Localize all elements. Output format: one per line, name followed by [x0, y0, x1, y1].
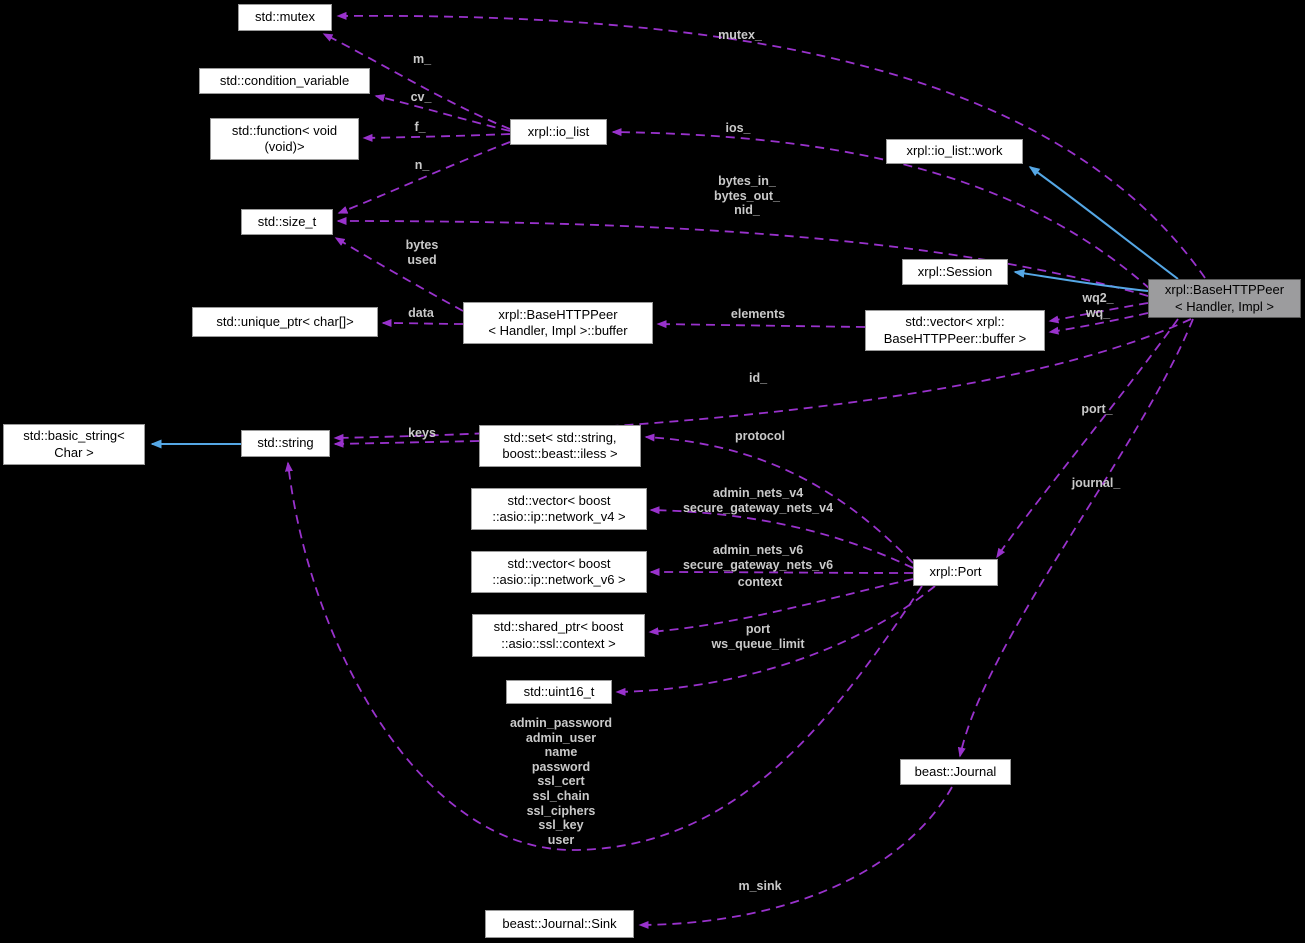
edge-label-cv: cv_ [410, 90, 432, 104]
node-label: std::mutex [255, 9, 315, 25]
node-label: xrpl::BaseHTTPPeer < Handler, Impl > [1164, 282, 1285, 314]
edge-label-bytes-used: bytes used [405, 238, 439, 267]
edge-elements [656, 320, 866, 329]
edge-label-admin-nets-v6: admin_nets_v6 secure_gateway_nets_v6 [682, 543, 834, 572]
edge-port-strings [284, 461, 923, 851]
edge-label-port-ws-queue-limit: port ws_queue_limit [711, 622, 805, 651]
node-label: std::size_t [257, 213, 317, 229]
node-std-mutex[interactable]: std::mutex [238, 4, 332, 31]
edge-f [362, 133, 511, 142]
edge-label-admin-nets-v4: admin_nets_v4 secure_gateway_nets_v4 [682, 486, 834, 515]
edge-cv [374, 94, 511, 132]
edge-m-sink [638, 786, 953, 929]
node-label: std::string [257, 435, 314, 451]
edge-n [337, 141, 511, 214]
node-xrpl-basehttppeer[interactable]: xrpl::BaseHTTPPeer < Handler, Impl > [1148, 279, 1301, 318]
edge-ios [611, 128, 1151, 290]
edge-bytes-used [334, 237, 464, 312]
edge-label-id: id_ [748, 371, 768, 385]
edge-label-port-strings: admin_password admin_user name password … [509, 716, 613, 847]
edge-label-ios: ios_ [725, 121, 751, 135]
edge-label-m-sink: m_sink [738, 879, 782, 893]
node-label: beast::Journal [914, 763, 997, 779]
edge-label-context: context [737, 575, 783, 589]
edge-label-journal: journal_ [1071, 476, 1121, 490]
node-std-condition-variable[interactable]: std::condition_variable [199, 68, 370, 94]
node-xrpl-session[interactable]: xrpl::Session [902, 259, 1008, 285]
node-basehttppeer-buffer[interactable]: xrpl::BaseHTTPPeer < Handler, Impl >::bu… [463, 302, 653, 344]
node-label: std::vector< xrpl:: BaseHTTPPeer::buffer… [883, 314, 1027, 346]
node-label: std::vector< boost ::asio::ip::network_v… [492, 492, 626, 524]
node-xrpl-port[interactable]: xrpl::Port [913, 559, 998, 586]
edge-label-m: m_ [412, 52, 432, 66]
edge-m [322, 33, 511, 130]
node-label: std::shared_ptr< boost ::asio::ssl::cont… [493, 619, 624, 651]
edge-label-f: f_ [414, 120, 426, 134]
edge-context [648, 578, 914, 636]
node-label: xrpl::Port [929, 564, 982, 580]
node-label: std::condition_variable [219, 72, 350, 88]
node-std-size-t[interactable]: std::size_t [241, 209, 333, 235]
edge-port [996, 318, 1179, 559]
node-xrpl-io-list-work[interactable]: xrpl::io_list::work [886, 139, 1023, 164]
node-label: std::function< void (void)> [231, 122, 338, 154]
edge-label-data: data [408, 306, 434, 320]
node-std-set-iless[interactable]: std::set< std::string, boost::beast::ile… [479, 425, 641, 467]
edge-mutex [336, 11, 1206, 279]
edge-label-bytes-in-out-nid: bytes_in_ bytes_out_ nid_ [714, 174, 780, 218]
edge-label-protocol: protocol [735, 429, 785, 443]
node-std-shared-ptr-ssl-context[interactable]: std::shared_ptr< boost ::asio::ssl::cont… [472, 614, 645, 657]
node-beast-journal-sink[interactable]: beast::Journal::Sink [485, 910, 634, 938]
edge-wq2 [1048, 302, 1149, 324]
node-label: xrpl::Session [917, 263, 993, 279]
node-label: beast::Journal::Sink [502, 915, 617, 931]
node-std-vector-network-v4[interactable]: std::vector< boost ::asio::ip::network_v… [471, 488, 647, 530]
node-xrpl-io-list[interactable]: xrpl::io_list [510, 119, 607, 145]
node-std-string[interactable]: std::string [241, 430, 330, 457]
edge-data [381, 319, 464, 328]
edge-protocol [644, 433, 914, 564]
edge-label-n: n_ [414, 158, 430, 172]
node-label: xrpl::BaseHTTPPeer < Handler, Impl >::bu… [488, 306, 628, 338]
edge-inherit-session [1013, 268, 1149, 292]
edge-label-port: port_ [1081, 402, 1113, 416]
edge-admin-nets-v6 [649, 568, 914, 577]
node-std-function-void[interactable]: std::function< void (void)> [210, 118, 359, 160]
node-label: xrpl::io_list::work [906, 143, 1003, 159]
edge-label-wq2-wq: wq2_ wq_ [1082, 291, 1114, 320]
edge-id [333, 318, 1192, 442]
node-std-unique-ptr-char[interactable]: std::unique_ptr< char[]> [192, 307, 378, 337]
node-std-vector-buffer[interactable]: std::vector< xrpl:: BaseHTTPPeer::buffer… [865, 310, 1045, 351]
node-label: std::set< std::string, boost::beast::ile… [502, 429, 618, 461]
edge-wq [1048, 312, 1149, 335]
edge-label-elements: elements [730, 307, 786, 321]
node-label: std::basic_string< Char > [23, 428, 125, 460]
node-std-uint16-t[interactable]: std::uint16_t [506, 680, 612, 704]
edge-inherit-work [1028, 166, 1179, 280]
node-label: std::uint16_t [523, 683, 595, 699]
edge-label-mutex: mutex_ [718, 28, 762, 42]
node-label: xrpl::io_list [527, 123, 590, 139]
edge-admin-nets-v4 [649, 506, 914, 569]
edge-journal [957, 318, 1194, 758]
edge-label-keys: keys [408, 426, 436, 440]
node-label: std::vector< boost ::asio::ip::network_v… [492, 555, 626, 587]
edge-keys [333, 439, 480, 448]
edge-bytes-in-out-nid [336, 217, 1149, 297]
node-beast-journal[interactable]: beast::Journal [900, 759, 1011, 785]
edge-port-ws-queue-limit [615, 585, 936, 696]
node-label: std::unique_ptr< char[]> [216, 313, 354, 329]
node-std-vector-network-v6[interactable]: std::vector< boost ::asio::ip::network_v… [471, 551, 647, 593]
node-std-basic-string[interactable]: std::basic_string< Char > [3, 424, 145, 465]
